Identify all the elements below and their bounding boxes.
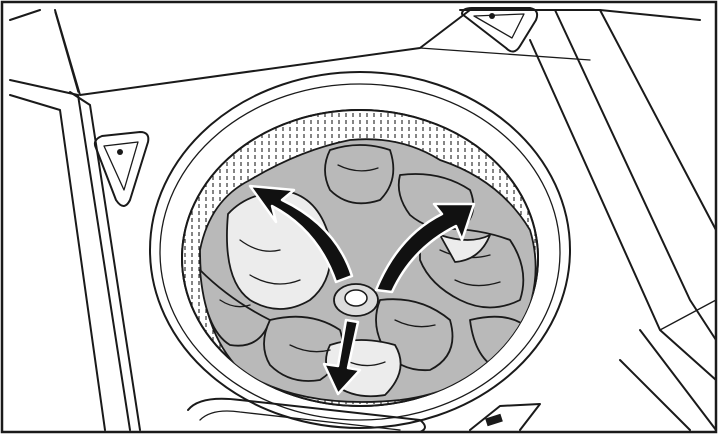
washer-front-panel	[187, 397, 541, 433]
water-level-marker-icon	[93, 131, 150, 207]
down-arrow-icon	[322, 318, 362, 396]
rotation-arrow-icon	[248, 184, 354, 284]
dispenser-cup-icon	[461, 7, 539, 53]
rotation-arrow-icon	[374, 202, 476, 294]
washer-cabinet	[9, 9, 717, 431]
agitator-hub	[333, 283, 379, 317]
